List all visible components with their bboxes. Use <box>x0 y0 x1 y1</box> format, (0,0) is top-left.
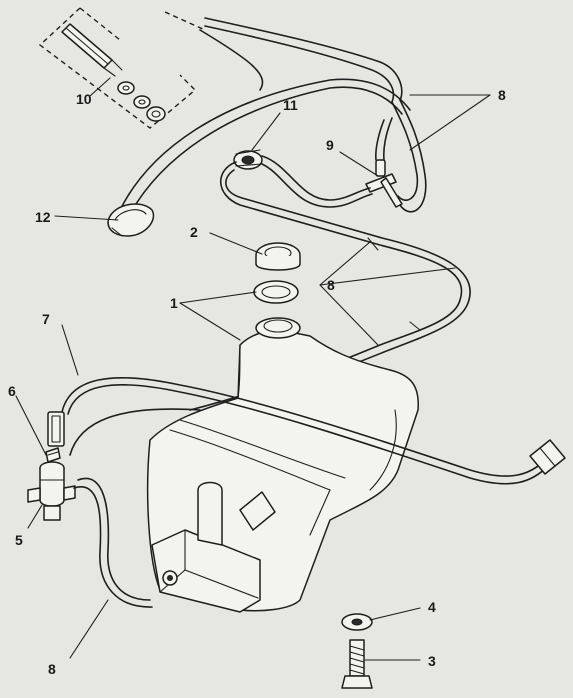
callout-8-mid: 8 <box>327 277 335 293</box>
seal-ring-1 <box>253 280 299 304</box>
callout-7: 7 <box>42 311 50 327</box>
hose-upper <box>199 17 403 103</box>
leader-lines <box>15 77 491 661</box>
callout-10: 10 <box>76 91 92 107</box>
callout-9: 9 <box>326 137 334 153</box>
reservoir-tank <box>146 317 419 613</box>
filler-cap-2 <box>255 242 301 271</box>
callout-12: 12 <box>35 209 51 225</box>
callout-6: 6 <box>8 383 16 399</box>
callout-1: 1 <box>170 295 178 311</box>
inset-leader <box>164 11 206 31</box>
hose-lower-left <box>73 477 153 608</box>
callout-3: 3 <box>428 653 436 669</box>
fitting-6 <box>45 447 61 463</box>
hose-long-arc <box>119 78 411 215</box>
t-connector-9 <box>365 159 403 208</box>
hose-grommet-to-t <box>261 155 371 201</box>
hose-break-marks <box>367 237 421 331</box>
washer-pump-5 <box>27 461 76 521</box>
callout-5: 5 <box>15 532 23 548</box>
washer-4 <box>341 613 373 631</box>
wiring-harness-7 <box>47 376 566 485</box>
inset-detail-nozzle <box>38 7 197 129</box>
mounting-bolt-3 <box>341 639 373 689</box>
grommet-11 <box>233 149 263 170</box>
callout-8-top: 8 <box>498 87 506 103</box>
callout-11: 11 <box>283 97 298 113</box>
clip-12 <box>107 203 155 237</box>
callout-2: 2 <box>190 224 198 240</box>
callout-4: 4 <box>428 599 436 615</box>
hose-grommet-to-t-inner <box>261 163 373 208</box>
callout-8-bottom: 8 <box>48 661 56 677</box>
hose-right-loop <box>375 99 427 213</box>
